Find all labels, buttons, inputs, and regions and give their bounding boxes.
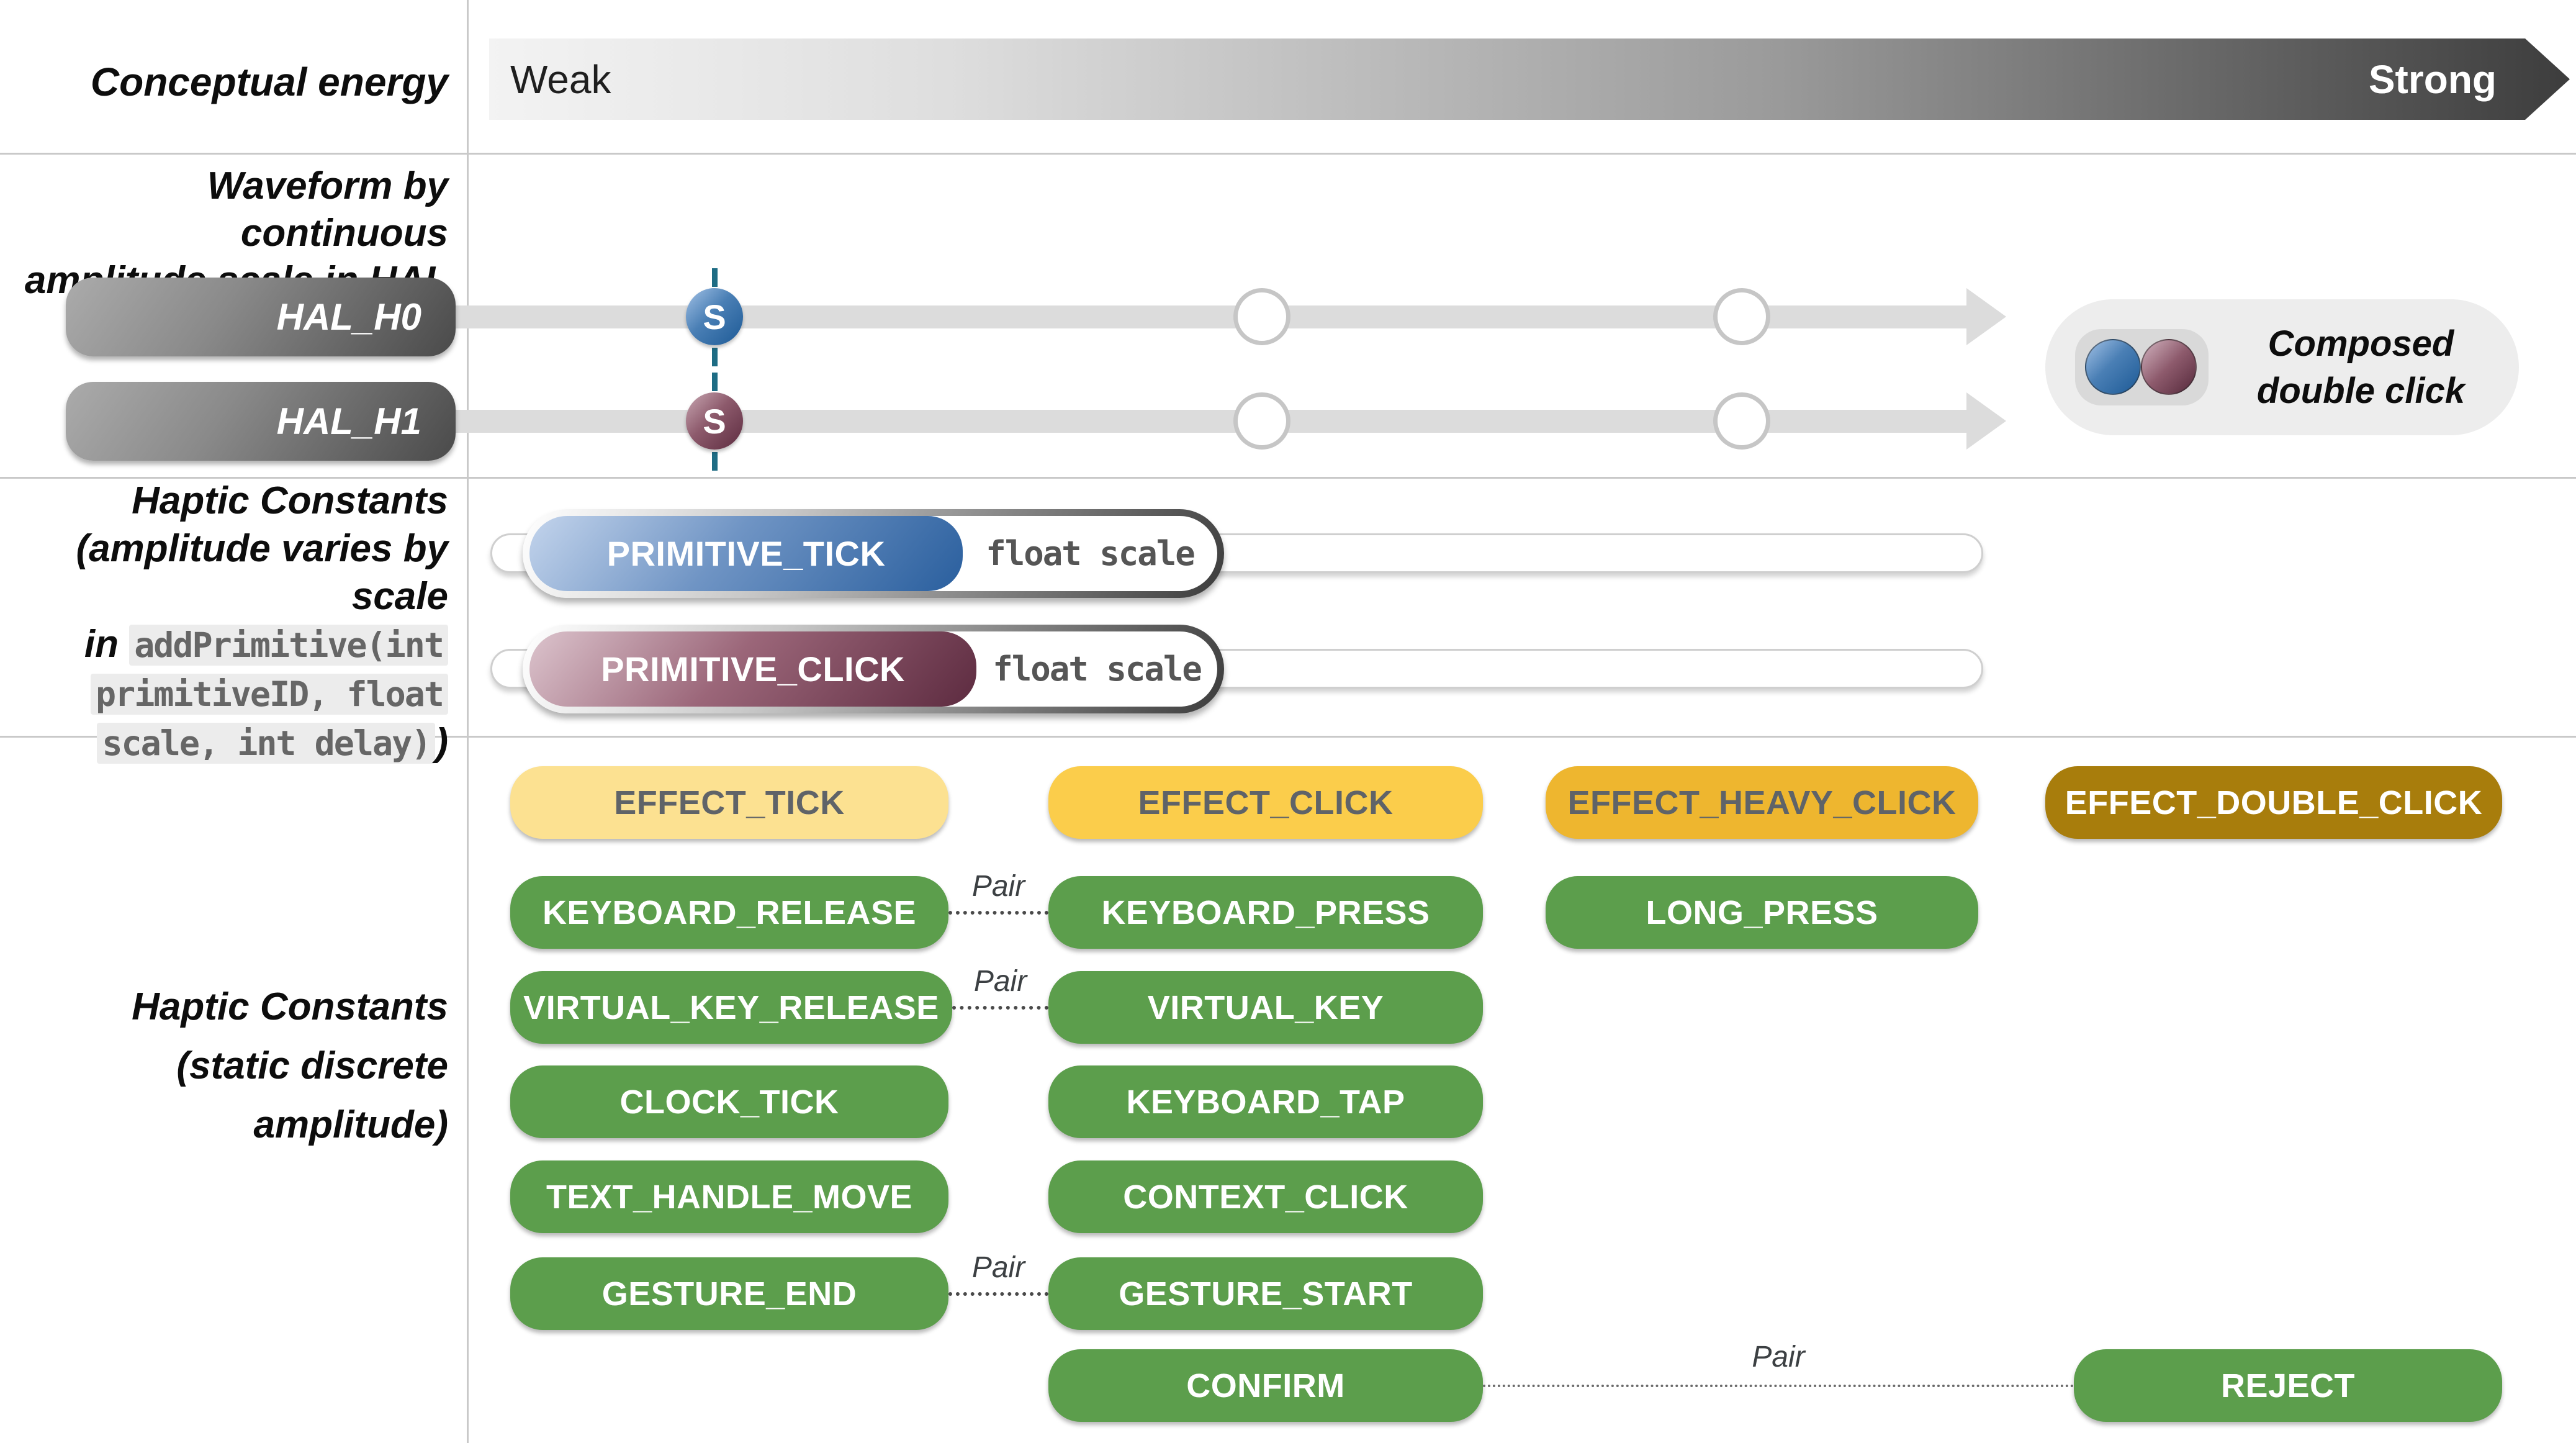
hal-h1-node-2-icon [1713, 392, 1770, 450]
pair-label-confirm-reject: Pair [1752, 1341, 1805, 1373]
pair-line-gesture [948, 1292, 1048, 1296]
gesture-start-pill: GESTURE_START [1048, 1257, 1483, 1330]
hal-h1-scale-dash-top [712, 373, 718, 391]
confirm-pill: CONFIRM [1048, 1349, 1483, 1422]
pair-label-gesture: Pair [971, 1251, 1025, 1284]
row-divider-3 [0, 736, 2576, 738]
primitives-code-line2: primitiveID, float [90, 674, 448, 715]
context-click-pill: CONTEXT_CLICK [1048, 1160, 1483, 1233]
conceptual-energy-label: Conceptual energy [90, 60, 448, 104]
primitive-click-param: float scale [993, 649, 1202, 689]
hal-h0-scale-dash-bottom [712, 348, 718, 366]
effect-click-pill: EFFECT_CLICK [1048, 766, 1483, 839]
primitives-label-line5: scale, int delay)) [0, 718, 448, 767]
effect-tick-pill: EFFECT_TICK [510, 766, 948, 839]
primitive-click-inner: PRIMITIVE_CLICK float scale [529, 631, 1217, 707]
weak-label: Weak [510, 57, 611, 102]
primitives-label-in: in [84, 623, 119, 666]
primitive-tick-pill: PRIMITIVE_TICK [529, 516, 963, 591]
reject-pill: REJECT [2074, 1349, 2502, 1422]
long-press-pill: LONG_PRESS [1546, 876, 1978, 949]
hal-section-label-line1: Waveform by continuous [207, 165, 448, 255]
keyboard-release-pill: KEYBOARD_RELEASE [510, 876, 948, 949]
primitive-tick-inner: PRIMITIVE_TICK float scale [529, 516, 1217, 591]
energy-gradient-arrow: Weak Strong [489, 38, 2570, 120]
composed-blue-dot-icon [2085, 339, 2141, 395]
keyboard-press-pill: KEYBOARD_PRESS [1048, 876, 1483, 949]
strong-label: Strong [2368, 57, 2497, 102]
primitives-label-close-paren: ) [435, 721, 448, 764]
hal-h1-arrow-icon [1966, 392, 2006, 450]
constants-label-line2: (static discrete [176, 1044, 448, 1087]
pair-line-virtual-key [952, 1006, 1048, 1010]
composed-label-line2: double click [2256, 370, 2466, 411]
composed-double-click-label: Composed double click [2219, 320, 2503, 415]
primitive-click-capsule: PRIMITIVE_CLICK float scale [523, 625, 1224, 713]
gesture-end-pill: GESTURE_END [510, 1257, 948, 1330]
clock-tick-pill: CLOCK_TICK [510, 1065, 948, 1138]
primitives-code-line3: scale, int delay) [97, 723, 436, 764]
hal-h1-node-1-icon [1233, 392, 1290, 450]
composed-label-line1: Composed [2268, 323, 2454, 364]
composed-maroon-dot-icon [2141, 339, 2197, 395]
row-divider-2 [0, 477, 2576, 479]
primitives-label-line3: in addPrimitive(int [0, 620, 448, 669]
pair-line-confirm-reject [1483, 1385, 2074, 1387]
keyboard-tap-pill: KEYBOARD_TAP [1048, 1065, 1483, 1138]
hal-h0-node-2-icon [1713, 288, 1770, 345]
hal-h0-scale-marker-icon: S [686, 288, 743, 345]
hal-h1-scale-dash-bottom [712, 452, 718, 471]
primitive-tick-capsule: PRIMITIVE_TICK float scale [523, 509, 1224, 598]
hal-h0-pill: HAL_H0 [66, 278, 456, 356]
effect-heavy-click-pill: EFFECT_HEAVY_CLICK [1546, 766, 1978, 839]
pair-label-virtual-key: Pair [973, 965, 1027, 998]
composed-dots-box [2075, 329, 2209, 405]
virtual-key-pill: VIRTUAL_KEY [1048, 971, 1483, 1044]
primitive-click-pill: PRIMITIVE_CLICK [529, 631, 977, 707]
primitive-tick-param: float scale [986, 534, 1196, 573]
text-handle-move-pill: TEXT_HANDLE_MOVE [510, 1160, 948, 1233]
effect-double-click-pill: EFFECT_DOUBLE_CLICK [2045, 766, 2502, 839]
hal-h0-node-1-icon [1233, 288, 1290, 345]
hal-h1-pill: HAL_H1 [66, 382, 456, 461]
composed-double-click-card: Composed double click [2045, 299, 2519, 435]
primitives-label-line2: (amplitude varies by scale [76, 527, 448, 618]
hal-h0-arrow-icon [1966, 288, 2006, 345]
pair-line-keyboard [948, 911, 1048, 915]
constants-label-line3: amplitude) [253, 1103, 448, 1146]
primitives-label-line4: primitiveID, float [0, 669, 448, 718]
column-divider [467, 0, 469, 1443]
hal-h0-scale-dash-top [712, 268, 718, 287]
constants-label-line1: Haptic Constants [132, 985, 448, 1028]
hal-h1-scale-marker-icon: S [686, 392, 743, 450]
constants-section-label: Haptic Constants (static discrete amplit… [0, 977, 448, 1154]
row-divider-1 [0, 153, 2576, 155]
virtual-key-release-pill: VIRTUAL_KEY_RELEASE [510, 971, 952, 1044]
primitives-section-label: Haptic Constants (amplitude varies by sc… [0, 477, 448, 767]
pair-label-keyboard: Pair [971, 870, 1025, 903]
primitives-code-line1: addPrimitive(int [129, 625, 448, 666]
primitives-label-line1: Haptic Constants [132, 479, 448, 522]
